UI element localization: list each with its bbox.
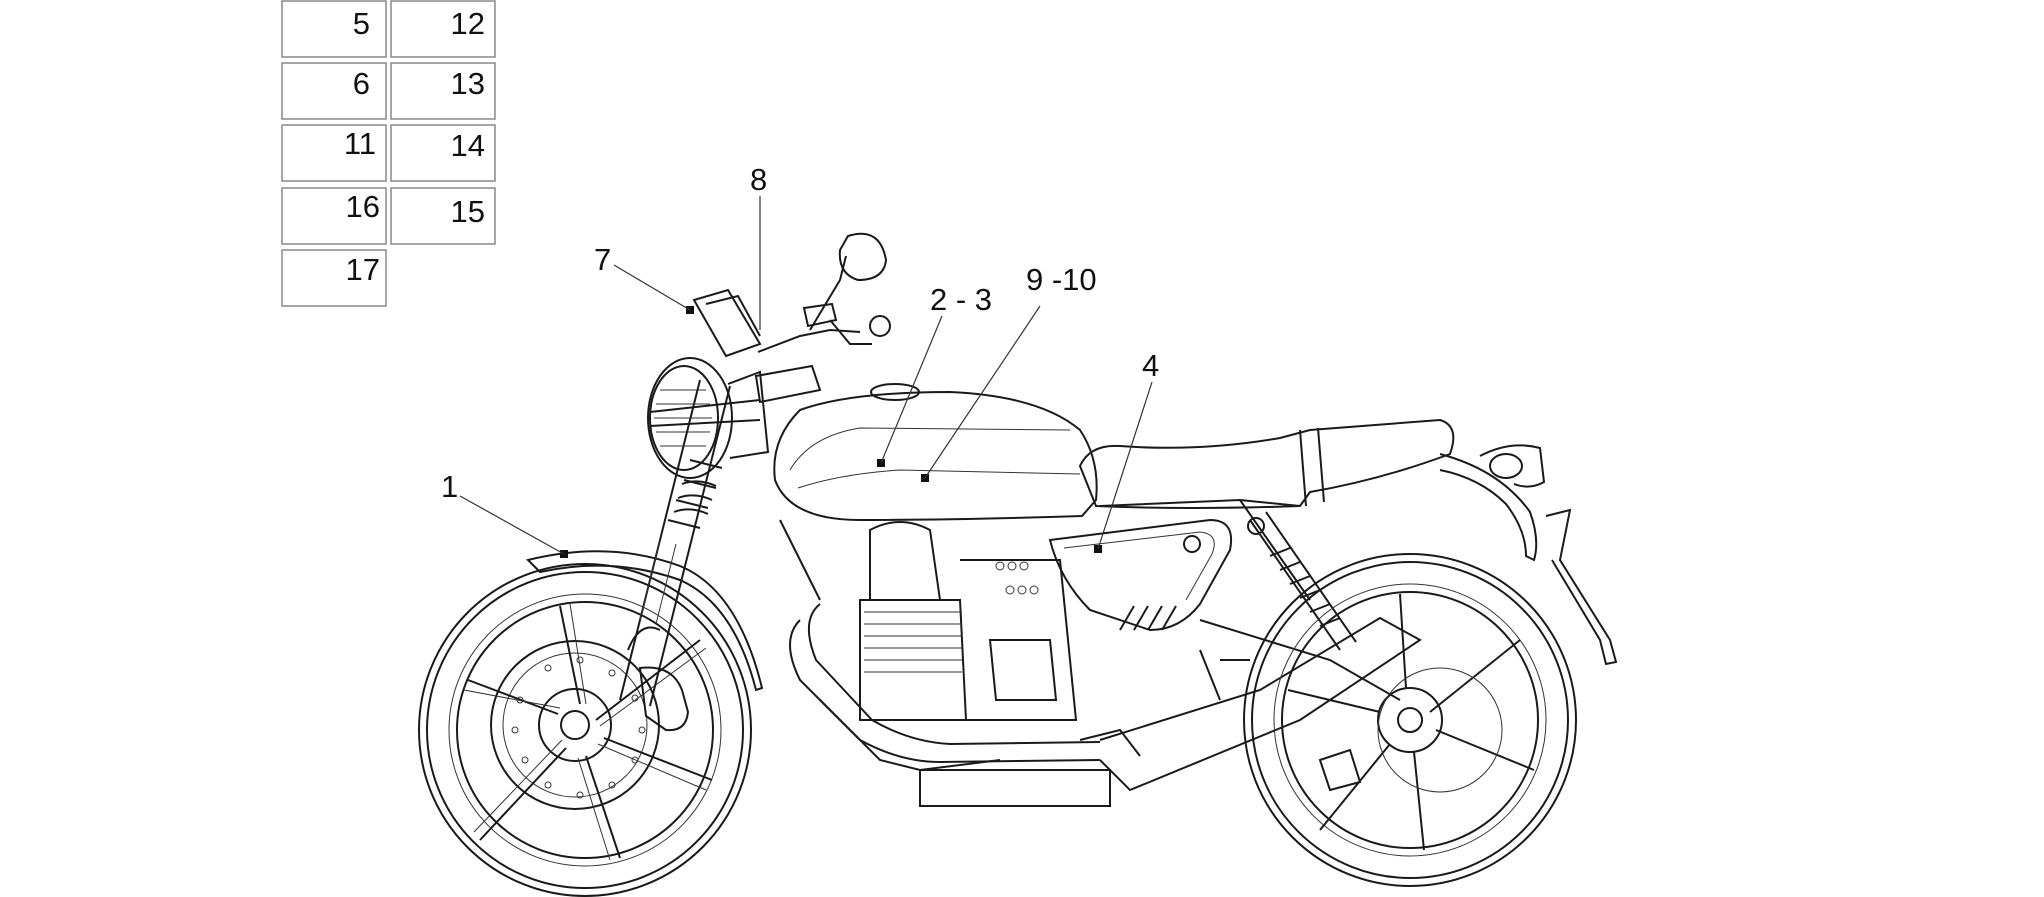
svg-text:6: 6 [353, 66, 370, 101]
svg-text:17: 17 [346, 252, 380, 287]
svg-text:16: 16 [346, 189, 380, 224]
reference-index-table: 5 12 6 13 11 14 16 15 [281, 0, 496, 307]
callout-leaders [459, 196, 1153, 555]
index-cell[interactable]: 6 [281, 62, 387, 120]
handlebar [754, 232, 891, 404]
front-fork [619, 379, 731, 707]
frame-rails [779, 498, 1401, 701]
headlight [647, 357, 770, 479]
leader-1 [459, 495, 565, 555]
svg-text:12: 12 [451, 6, 485, 41]
leader-7 [613, 264, 691, 311]
callout-label-9-10[interactable]: 9 -10 [1026, 262, 1097, 297]
index-cell[interactable]: 12 [390, 0, 496, 58]
fuel-tank [773, 383, 1098, 522]
svg-text:11: 11 [344, 126, 376, 161]
index-cell[interactable]: 16 [281, 187, 387, 245]
front-wheel [418, 563, 752, 897]
headlight-bracket [649, 399, 761, 427]
svg-text:14: 14 [451, 128, 485, 163]
mirror [838, 232, 888, 282]
rear-fender [1439, 444, 1618, 666]
exhaust [789, 603, 1422, 807]
rear-wheel [1243, 553, 1577, 887]
index-cell[interactable]: 5 [281, 0, 387, 58]
footpeg-linkage [1079, 649, 1250, 757]
svg-text:15: 15 [451, 194, 485, 229]
callout-label-7[interactable]: 7 [594, 242, 611, 277]
leader-4 [1097, 381, 1153, 550]
leader-2-3 [880, 315, 943, 464]
callout-label-1[interactable]: 1 [441, 469, 458, 504]
index-cell[interactable]: 13 [390, 62, 496, 120]
engine [819, 521, 1078, 772]
seat [1078, 418, 1455, 509]
index-cell[interactable]: 17 [281, 249, 387, 307]
instrument-cluster [686, 288, 762, 358]
svg-text:5: 5 [353, 6, 370, 41]
motorcycle-drawing [418, 232, 1618, 897]
callout-label-2-3[interactable]: 2 - 3 [930, 282, 992, 317]
index-cell[interactable]: 14 [390, 124, 496, 182]
index-cell[interactable]: 15 [390, 187, 496, 245]
callout-label-8[interactable]: 8 [750, 162, 767, 197]
rear-shock [1247, 511, 1357, 651]
side-panel [1048, 518, 1232, 632]
index-cell[interactable]: 11 [281, 124, 387, 182]
front-fender [526, 550, 764, 692]
callout-label-4[interactable]: 4 [1142, 348, 1159, 383]
leader-9-10 [924, 305, 1041, 479]
svg-text:13: 13 [451, 66, 485, 101]
